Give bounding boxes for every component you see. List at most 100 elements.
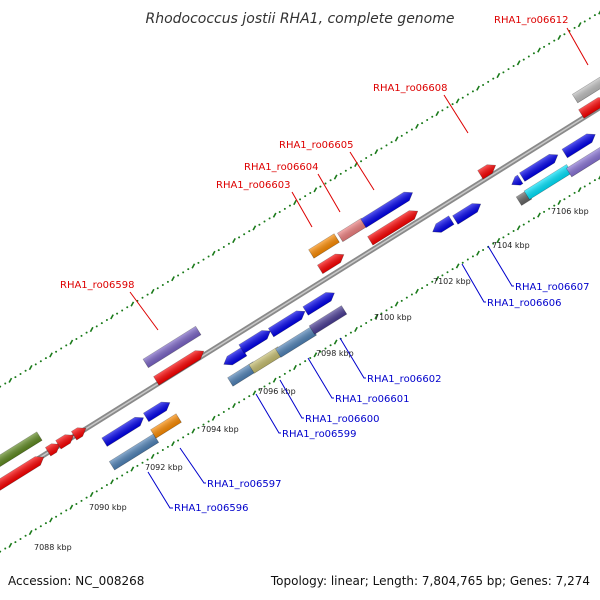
scale-label: 7106 kbp: [551, 207, 589, 216]
scale-tick: [374, 314, 379, 320]
scale-tick: [272, 377, 277, 383]
scale-dot: [39, 360, 42, 363]
feature-blue[interactable]: [452, 200, 484, 225]
scale-dot: [75, 338, 78, 341]
scale-tick: [557, 199, 562, 205]
scale-dot: [482, 84, 485, 87]
feature-layer: [0, 72, 600, 492]
feature-blue[interactable]: [561, 130, 598, 159]
feature-ro06603[interactable]: [308, 233, 340, 259]
scale-tick: [130, 301, 135, 307]
scale-tick: [313, 352, 318, 358]
scale-tick: [476, 250, 480, 256]
feature-blue[interactable]: [267, 307, 307, 338]
scale-dot: [268, 217, 271, 220]
scale-dot: [177, 274, 180, 277]
gene-label-ro06601[interactable]: RHA1_ro06601: [335, 394, 410, 405]
scale-dot: [461, 261, 464, 264]
leader-line: [307, 357, 334, 399]
feature-red[interactable]: [317, 250, 346, 275]
gene-label-ro06598[interactable]: RHA1_ro06598: [60, 280, 135, 291]
scale-tick: [354, 326, 358, 332]
scale-tick: [496, 237, 501, 244]
gene-label-ro06607[interactable]: RHA1_ro06607: [515, 282, 590, 293]
scale-dot: [349, 166, 352, 169]
scale-dot: [263, 385, 266, 388]
scale-label: 7088 kbp: [34, 543, 72, 552]
feature-blue[interactable]: [101, 414, 146, 447]
scale-tick: [435, 276, 440, 282]
scale-dot: [319, 185, 322, 188]
leader-line: [461, 263, 486, 303]
scale-dot: [141, 461, 144, 464]
feature-blue[interactable]: [238, 327, 273, 354]
scale-dot: [426, 118, 429, 121]
scale-dot: [243, 233, 246, 236]
feature-blue[interactable]: [519, 151, 561, 182]
gene-label-ro06603[interactable]: RHA1_ro06603: [216, 180, 291, 191]
scale-dot: [278, 376, 281, 379]
scale-dot: [141, 296, 144, 299]
feature-red[interactable]: [367, 207, 421, 246]
feature-ro06608[interactable]: [477, 161, 499, 180]
feature-ro06602[interactable]: [308, 305, 348, 335]
scale-tick: [69, 504, 74, 510]
scale-dot: [166, 445, 169, 448]
feature-ro06597[interactable]: [150, 413, 182, 439]
scale-dot: [258, 388, 261, 391]
scale-dot: [197, 426, 200, 429]
feature-blue[interactable]: [430, 215, 455, 236]
scale-tick: [435, 111, 440, 117]
feature-blue[interactable]: [221, 346, 248, 368]
feature-ro06598[interactable]: [142, 325, 202, 369]
feature-red[interactable]: [0, 453, 46, 492]
gene-label-ro06612[interactable]: RHA1_ro06612: [494, 15, 569, 26]
scale-dot: [299, 198, 302, 201]
feature-red[interactable]: [71, 424, 88, 441]
feature-red[interactable]: [45, 440, 62, 457]
gene-label-ro06608[interactable]: RHA1_ro06608: [373, 83, 448, 94]
scale-dot: [207, 255, 210, 258]
gene-label-ro06606[interactable]: RHA1_ro06606: [487, 298, 562, 309]
scale-dot: [222, 245, 225, 248]
gene-label-ro06597[interactable]: RHA1_ro06597: [207, 479, 282, 490]
feature-ro06596[interactable]: [108, 433, 160, 471]
scale-tick: [333, 339, 338, 345]
scale-dot: [263, 220, 266, 223]
scale-tick: [171, 276, 175, 282]
gene-label-ro06602[interactable]: RHA1_ro06602: [367, 374, 442, 385]
gene-label-ro06605[interactable]: RHA1_ro06605: [279, 140, 354, 151]
feature-ro06607[interactable]: [565, 146, 600, 178]
scale-dot: [502, 236, 505, 239]
feature-blue[interactable]: [302, 289, 337, 316]
scale-dot: [126, 471, 129, 474]
scale-tick: [476, 85, 480, 91]
scale-dot: [461, 96, 464, 99]
scale-dot: [583, 185, 586, 188]
gene-label-ro06600[interactable]: RHA1_ro06600: [305, 414, 380, 425]
feature-ro06593[interactable]: [0, 431, 43, 473]
feature-ro06612[interactable]: [571, 72, 600, 104]
scale-dot: [156, 287, 159, 290]
feature-ro06601[interactable]: [275, 326, 317, 358]
scale-dot: [309, 191, 312, 194]
scale-dot: [288, 369, 291, 372]
feature-ro06605[interactable]: [360, 188, 415, 229]
scale-dot: [471, 90, 474, 93]
gene-label-ro06604[interactable]: RHA1_ro06604: [244, 162, 319, 173]
scale-tick: [557, 34, 562, 40]
scale-label: 7100 kbp: [374, 313, 412, 322]
scale-dot: [283, 207, 286, 210]
scale-dot: [507, 233, 510, 236]
gene-label-ro06596[interactable]: RHA1_ro06596: [174, 503, 249, 514]
scale-tick: [577, 187, 582, 193]
gene-label-ro06599[interactable]: RHA1_ro06599: [282, 429, 357, 440]
feature-red[interactable]: [55, 431, 77, 450]
feature-blue[interactable]: [143, 398, 172, 423]
scale-dot: [385, 309, 388, 312]
feature-blue[interactable]: [509, 174, 524, 189]
scale-dot: [34, 363, 37, 366]
scale-tick: [455, 98, 460, 104]
scale-dot: [126, 306, 129, 309]
feature-red[interactable]: [153, 347, 207, 386]
